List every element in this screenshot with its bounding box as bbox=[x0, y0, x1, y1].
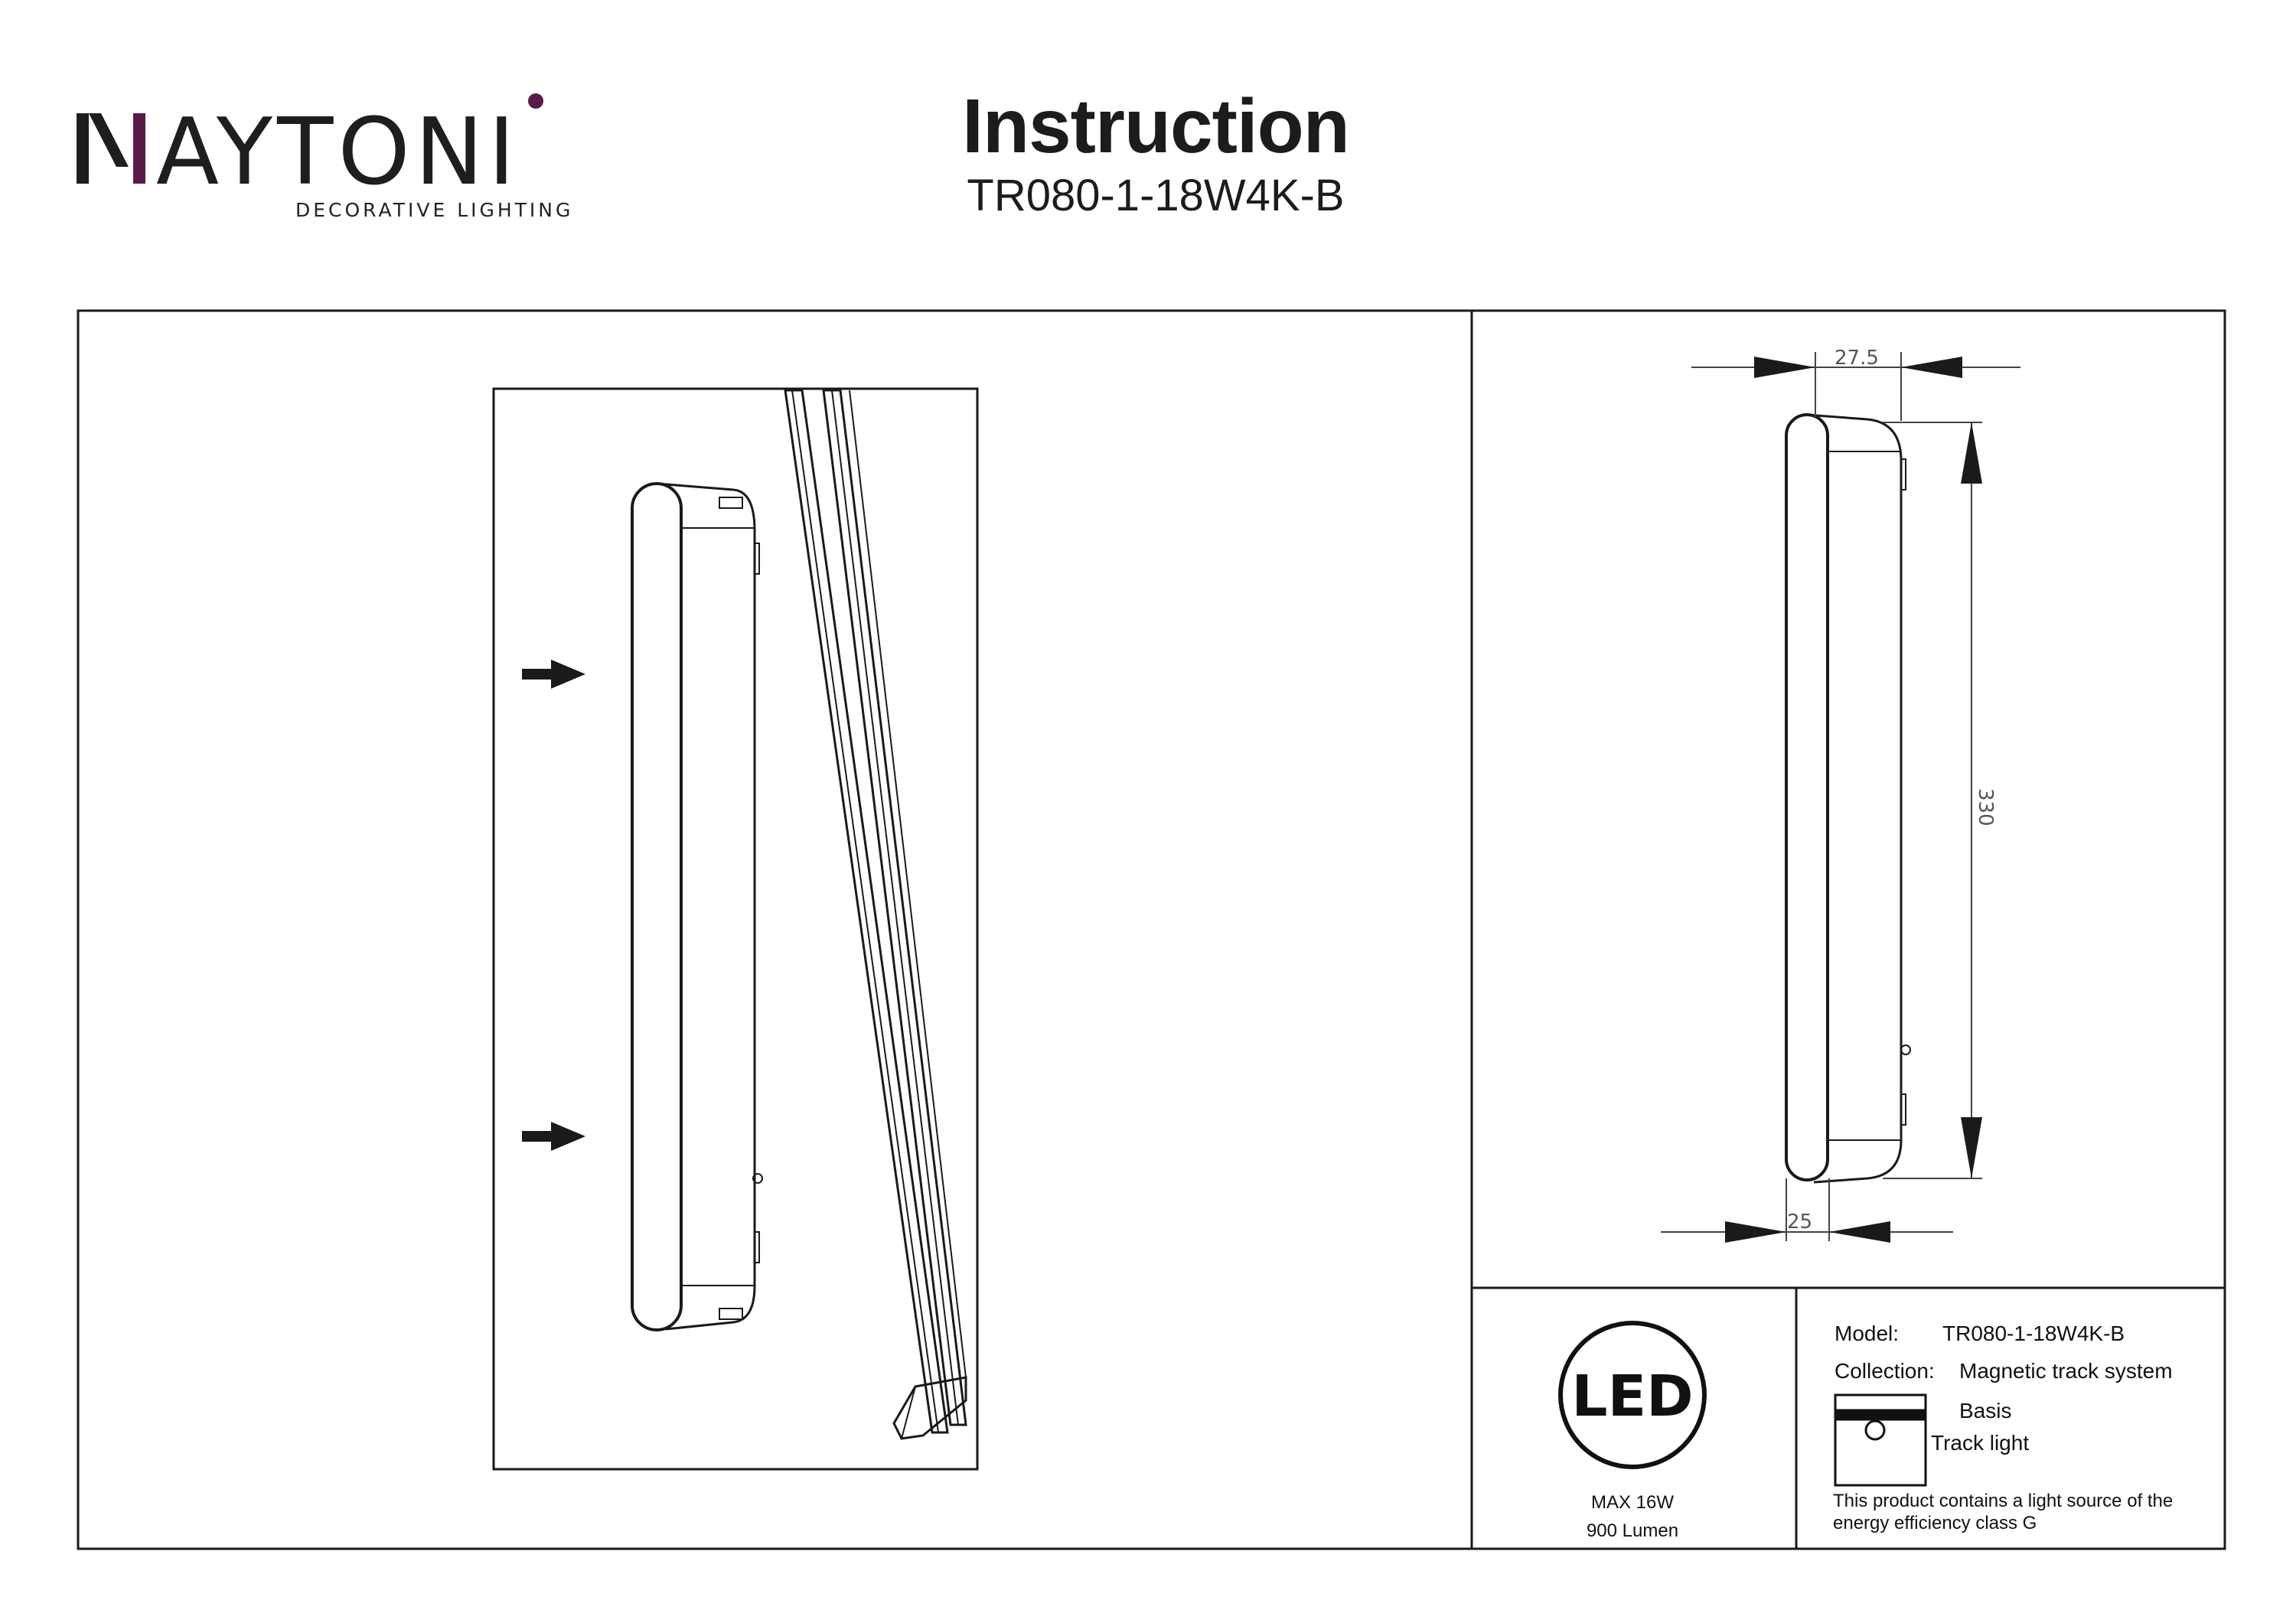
dim-top-width: 27.5 bbox=[1835, 347, 1879, 370]
mount-arrows bbox=[522, 660, 585, 1151]
dimension-drawing bbox=[1785, 413, 1911, 1184]
brand-logo: AYTONI DECORATIVE LIGHTING bbox=[73, 90, 570, 228]
maytoni-wordmark: AYTONI bbox=[77, 93, 543, 190]
led-lumen: 900 Lumen bbox=[1586, 1520, 1679, 1541]
spec-model-value: TR080-1-18W4K-B bbox=[1942, 1322, 2125, 1345]
page-title: Instruction bbox=[962, 83, 1350, 169]
dimension-lines bbox=[1661, 352, 2020, 1243]
energy-class-note: This product contains a light source of … bbox=[1833, 1491, 2174, 1533]
spec-model-label: Model: bbox=[1835, 1322, 1900, 1345]
brand-tagline: DECORATIVE LIGHTING bbox=[295, 199, 574, 221]
track-light-icon bbox=[1834, 1393, 1927, 1487]
led-badge-icon: LED bbox=[1558, 1321, 1707, 1469]
led-label: LED bbox=[1571, 1364, 1693, 1429]
spec-sub-collection: Basis bbox=[1959, 1399, 2012, 1423]
led-max-power: MAX 16W bbox=[1590, 1492, 1675, 1513]
spec-product-type: Track light bbox=[1931, 1431, 2030, 1455]
spec-collection-value: Magnetic track system bbox=[1959, 1359, 2173, 1383]
dim-bottom-width: 25 bbox=[1787, 1211, 1812, 1234]
outer-frame bbox=[77, 309, 2226, 1550]
logo-accent-dot bbox=[528, 93, 543, 109]
installation-drawing bbox=[492, 387, 979, 1471]
arrow-top bbox=[522, 669, 556, 680]
arrow-bottom bbox=[522, 1131, 556, 1142]
brand-name: AYTONI bbox=[156, 99, 520, 190]
spec-collection-label: Collection: bbox=[1835, 1359, 1935, 1383]
dim-height: 330 bbox=[1974, 788, 1997, 826]
model-code: TR080-1-18W4K-B bbox=[967, 171, 1345, 220]
